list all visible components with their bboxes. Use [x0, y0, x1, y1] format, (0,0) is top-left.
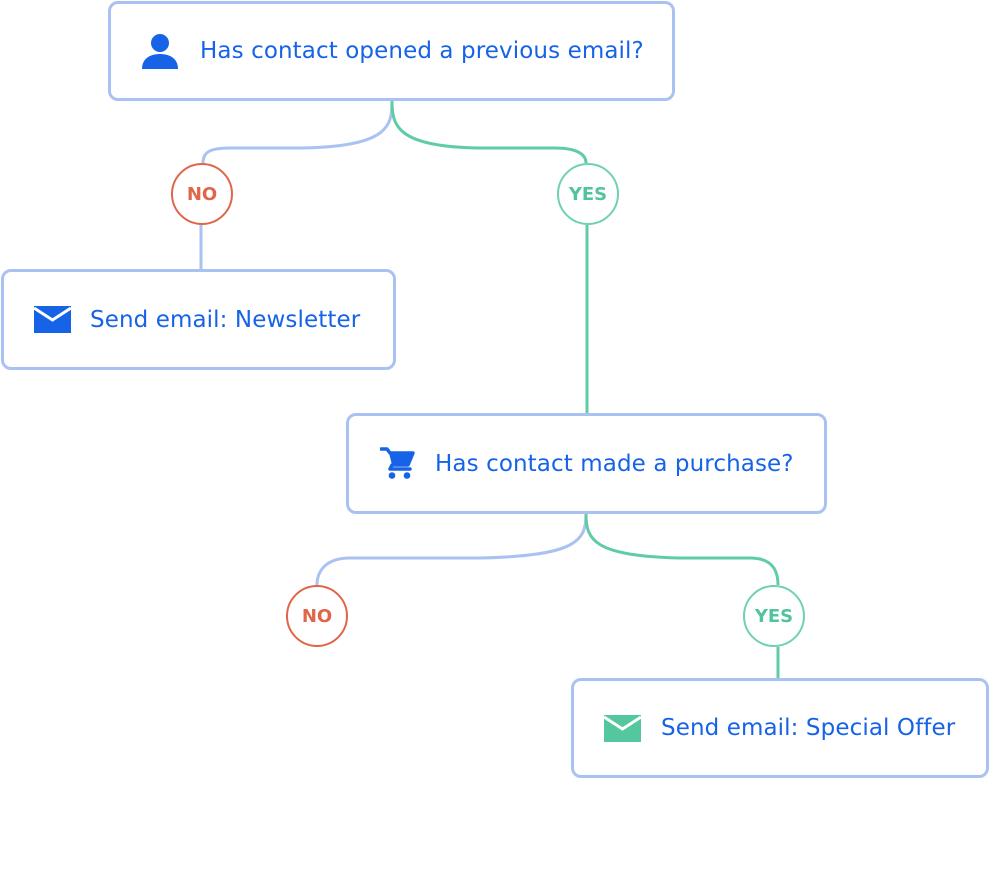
- connector-yes-1: [390, 100, 588, 164]
- branch-yes-badge: YES: [743, 585, 805, 647]
- decision-made-purchase[interactable]: Has contact made a purchase?: [346, 413, 827, 514]
- envelope-icon: [34, 306, 71, 333]
- decision-made-purchase-label: Has contact made a purchase?: [435, 450, 794, 477]
- connector-no-2: [315, 513, 588, 586]
- action-send-special-offer-label: Send email: Special Offer: [661, 715, 956, 741]
- action-send-special-offer[interactable]: Send email: Special Offer: [571, 678, 989, 778]
- decision-opened-email-label: Has contact opened a previous email?: [200, 38, 644, 64]
- action-send-newsletter-label: Send email: Newsletter: [90, 306, 361, 333]
- connector-no-1: [201, 100, 394, 164]
- person-icon: [141, 33, 179, 69]
- shopping-cart-icon: [380, 447, 415, 480]
- branch-yes-badge: YES: [557, 163, 619, 225]
- connector-yes-2: [584, 513, 780, 586]
- decision-opened-email[interactable]: Has contact opened a previous email?: [108, 1, 675, 101]
- action-send-newsletter[interactable]: Send email: Newsletter: [1, 269, 396, 370]
- branch-no-badge: NO: [171, 163, 233, 225]
- branch-no-badge: NO: [286, 585, 348, 647]
- envelope-icon: [604, 714, 641, 742]
